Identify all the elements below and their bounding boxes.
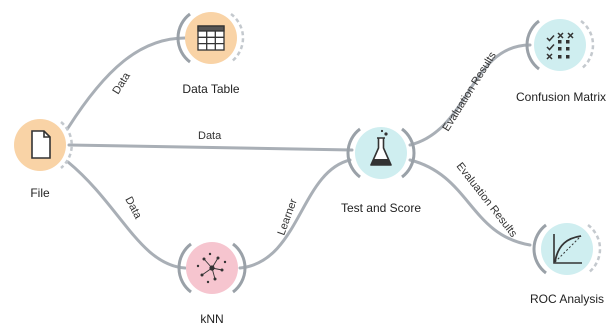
roc-analysis-input-anchor[interactable] [532, 223, 547, 275]
node-confusion-matrix[interactable]: Confusion Matrix [516, 19, 606, 104]
knn-input-anchor[interactable] [177, 242, 192, 294]
knn-output-anchor[interactable] [232, 242, 247, 294]
link-label-file-data-table: Data [110, 70, 133, 97]
link-test-and-score-to-confusion-matrix[interactable] [408, 43, 532, 147]
data-table-input-anchor[interactable] [176, 12, 191, 64]
link-test-and-score-to-roc-analysis[interactable] [408, 158, 532, 247]
node-label-roc-analysis: ROC Analysis [530, 292, 604, 306]
confusion-matrix-node-circle[interactable] [534, 19, 586, 71]
node-label-file: File [30, 186, 50, 200]
node-label-confusion-matrix: Confusion Matrix [516, 90, 606, 104]
test-and-score-input-anchor[interactable] [346, 127, 361, 179]
table-icon [197, 25, 225, 51]
node-label-knn: kNN [200, 312, 223, 326]
link-label-file-knn: Data [122, 195, 144, 222]
file-icon [31, 130, 51, 159]
roc-analysis-output-anchor[interactable] [587, 224, 602, 274]
roc-curve-icon [553, 234, 582, 264]
node-data-table[interactable]: Data Table [176, 12, 245, 96]
flask-icon [370, 129, 392, 166]
node-label-data-table: Data Table [182, 82, 239, 96]
node-label-test-and-score: Test and Score [341, 201, 421, 215]
link-label-test-and-score-roc-analysis: Evaluation Results [454, 160, 520, 240]
roc-analysis-node-circle[interactable] [541, 223, 593, 275]
link-label-knn-test-and-score: Learner [276, 197, 300, 237]
link-file-to-data-table[interactable] [66, 36, 187, 130]
node-file[interactable]: File [14, 119, 73, 200]
data-table-output-anchor[interactable] [230, 13, 245, 63]
link-knn-to-test-and-score[interactable] [238, 158, 352, 270]
link-label-file-test-and-score: Data [198, 130, 222, 142]
matrix-icon [546, 32, 574, 60]
node-roc-analysis[interactable]: ROC Analysis [530, 223, 604, 306]
knn-icon [196, 252, 227, 284]
link-file-to-knn[interactable] [66, 160, 187, 270]
node-test-and-score[interactable]: Test and Score [341, 127, 421, 215]
link-file-to-test-and-score[interactable] [67, 143, 354, 152]
confusion-matrix-output-anchor[interactable] [580, 20, 595, 70]
confusion-matrix-input-anchor[interactable] [525, 19, 540, 71]
test-and-score-output-anchor[interactable] [401, 127, 416, 179]
link-label-test-and-score-confusion-matrix: Evaluation Results [440, 50, 499, 134]
node-knn[interactable]: kNN [177, 242, 247, 326]
